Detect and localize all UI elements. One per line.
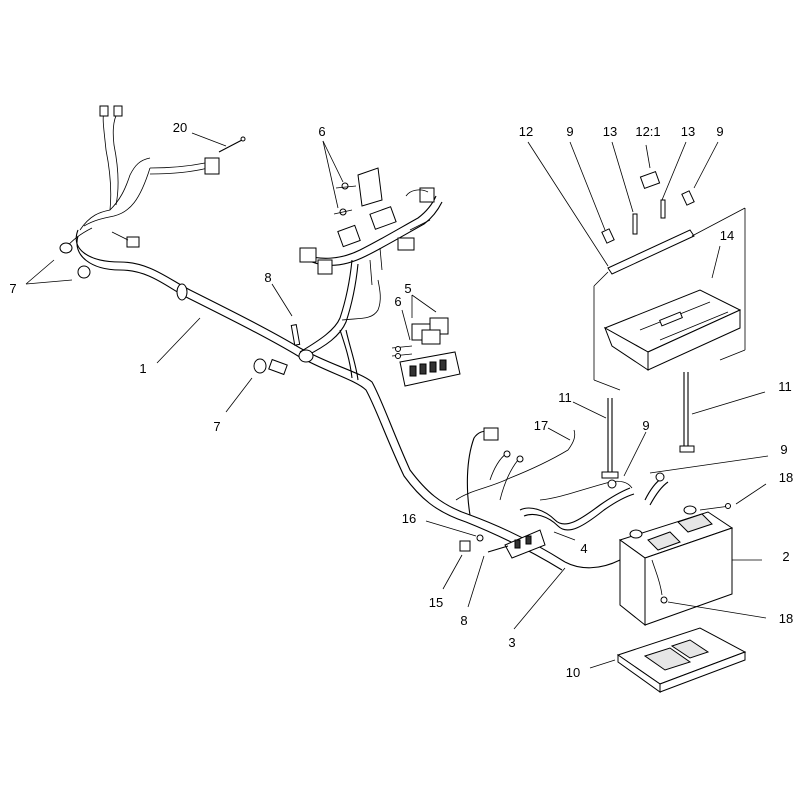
callout-20: 20 [173,120,187,135]
callout-13: 13 [603,124,617,139]
battery [618,503,734,627]
callout-13: 13 [681,124,695,139]
callout-12: 12 [519,124,533,139]
callout-4: 4 [580,541,587,556]
battery-hold-down-and-cover [593,170,746,479]
battery-cable-harness [455,427,669,569]
callout-15: 15 [429,595,443,610]
callout-17: 17 [534,418,548,433]
callout-9: 9 [566,124,573,139]
leader-lines [25,132,769,669]
callout-9: 9 [642,418,649,433]
callout-6: 6 [318,124,325,139]
relays-and-fuse-block [290,317,461,387]
callout-12-1: 12:1 [635,124,660,139]
main-wire-harness [59,105,566,571]
callout-16: 16 [402,511,416,526]
callout-2: 2 [782,549,789,564]
callout-6: 6 [394,294,401,309]
callout-1: 1 [139,361,146,376]
callout-8: 8 [460,613,467,628]
callout-labels: 20 6 7 8 1 7 6 5 12 9 13 12:1 13 9 14 11… [9,120,793,680]
callout-10: 10 [566,665,580,680]
battery-tray [616,627,747,693]
callout-18: 18 [779,470,793,485]
callout-3: 3 [508,635,515,650]
callout-14: 14 [720,228,734,243]
callout-5: 5 [404,281,411,296]
callout-8: 8 [264,270,271,285]
connector-cluster [299,167,443,286]
callout-18: 18 [779,611,793,626]
small-fasteners [218,136,509,553]
callout-7: 7 [9,281,16,296]
callout-9: 9 [780,442,787,457]
callout-11: 11 [778,379,792,394]
callout-9: 9 [716,124,723,139]
callout-11: 11 [558,390,572,405]
callout-7: 7 [213,419,220,434]
